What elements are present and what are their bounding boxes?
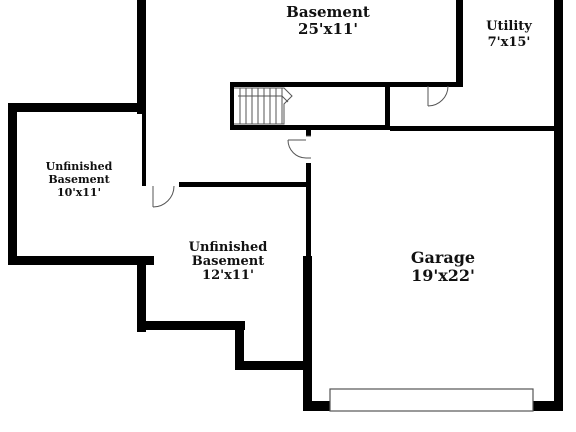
wall-step-1-vertical	[137, 256, 146, 332]
garage-door	[329, 388, 534, 412]
door-left-room-icon	[152, 185, 175, 208]
room-unfinished-left-name: Unfinished	[46, 160, 113, 173]
room-unfinished-left-name2: Basement	[48, 173, 110, 186]
wall-center-room-top	[179, 182, 307, 187]
wall-garage-left-lower	[303, 256, 312, 411]
wall-stair-top	[230, 82, 463, 87]
room-garage: Garage 19'x22'	[411, 248, 475, 285]
room-basement-name: Basement	[286, 3, 370, 21]
room-utility: Utility 7'x15'	[486, 19, 532, 50]
wall-left-room-top	[8, 103, 146, 112]
room-basement: Basement 25'x11'	[286, 3, 370, 38]
room-unfinished-basement-center: Unfinished Basement 12'x11'	[189, 240, 268, 283]
room-basement-size: 25'x11'	[298, 20, 358, 38]
room-unfinished-center-name2: Basement	[192, 254, 264, 269]
wall-step-2-horizontal	[235, 361, 310, 370]
room-unfinished-left-size: 10'x11'	[57, 186, 101, 199]
interior-walls	[142, 0, 563, 256]
wall-stair-left	[230, 82, 234, 130]
room-garage-name: Garage	[411, 248, 475, 267]
door-garage-icon	[287, 139, 307, 159]
room-unfinished-center-size: 12'x11'	[202, 268, 254, 283]
wall-stair-bottom	[230, 125, 388, 130]
door-utility-icon	[427, 85, 449, 107]
room-utility-size: 7'x15'	[488, 35, 531, 50]
wall-garage-bottom-left	[303, 401, 330, 411]
wall-stair-right	[385, 82, 390, 130]
wall-basement-left-top	[137, 0, 146, 114]
wall-utility-bottom	[390, 126, 563, 131]
wall-right	[554, 0, 563, 411]
room-utility-name: Utility	[486, 19, 532, 34]
wall-left-room-bottom	[8, 256, 154, 265]
wall-stub	[306, 130, 311, 136]
door-swings	[152, 85, 449, 208]
wall-step-1-horizontal	[137, 321, 245, 330]
wall-garage-left-upper	[306, 163, 311, 256]
room-unfinished-center-name: Unfinished	[189, 240, 268, 255]
room-garage-size: 19'x22'	[411, 266, 475, 285]
staircase-icon	[234, 87, 293, 125]
exterior-walls	[8, 0, 563, 411]
wall-basement-left-lower	[142, 114, 146, 186]
wall-left-room-left	[8, 103, 17, 263]
room-unfinished-basement-left: Unfinished Basement 10'x11'	[46, 160, 113, 199]
wall-step-2-vertical	[235, 321, 244, 370]
wall-garage-bottom-right	[533, 401, 563, 411]
wall-utility-left	[456, 0, 463, 85]
